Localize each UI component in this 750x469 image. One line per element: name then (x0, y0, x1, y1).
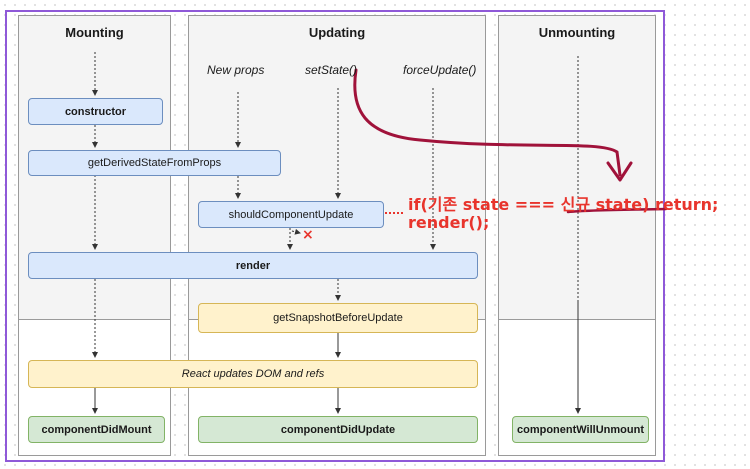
commit-phase-divider (499, 319, 655, 320)
should-component-update-box[interactable]: shouldComponentUpdate (198, 201, 384, 228)
component-will-unmount-box[interactable]: componentWillUnmount (512, 416, 649, 443)
diagram-frame (5, 10, 665, 462)
trigger-new-props: New props (207, 63, 265, 77)
render-box[interactable]: render (28, 252, 478, 279)
cancel-mark: × (302, 227, 314, 243)
updating-panel: Updating (188, 15, 486, 456)
get-derived-state-box[interactable]: getDerivedStateFromProps (28, 150, 281, 176)
unmounting-title: Unmounting (538, 25, 616, 40)
annotation-render: render(); (408, 213, 490, 232)
unmounting-panel: Unmounting (498, 15, 656, 456)
commit-phase-divider (19, 319, 170, 320)
mounting-title: Mounting (65, 25, 124, 40)
get-snapshot-box[interactable]: getSnapshotBeforeUpdate (198, 303, 478, 333)
component-did-update-box[interactable]: componentDidUpdate (198, 416, 478, 443)
component-did-mount-box[interactable]: componentDidMount (28, 416, 165, 443)
trigger-force-update: forceUpdate() (403, 63, 477, 77)
updating-title: Updating (308, 25, 366, 40)
react-updates-dom-box[interactable]: React updates DOM and refs (28, 360, 478, 388)
mounting-panel: Mounting (18, 15, 171, 456)
annotation-condition: if(기존 state === 신규 state) return; (408, 195, 719, 214)
trigger-set-state: setState() (305, 63, 358, 77)
constructor-box[interactable]: constructor (28, 98, 163, 125)
